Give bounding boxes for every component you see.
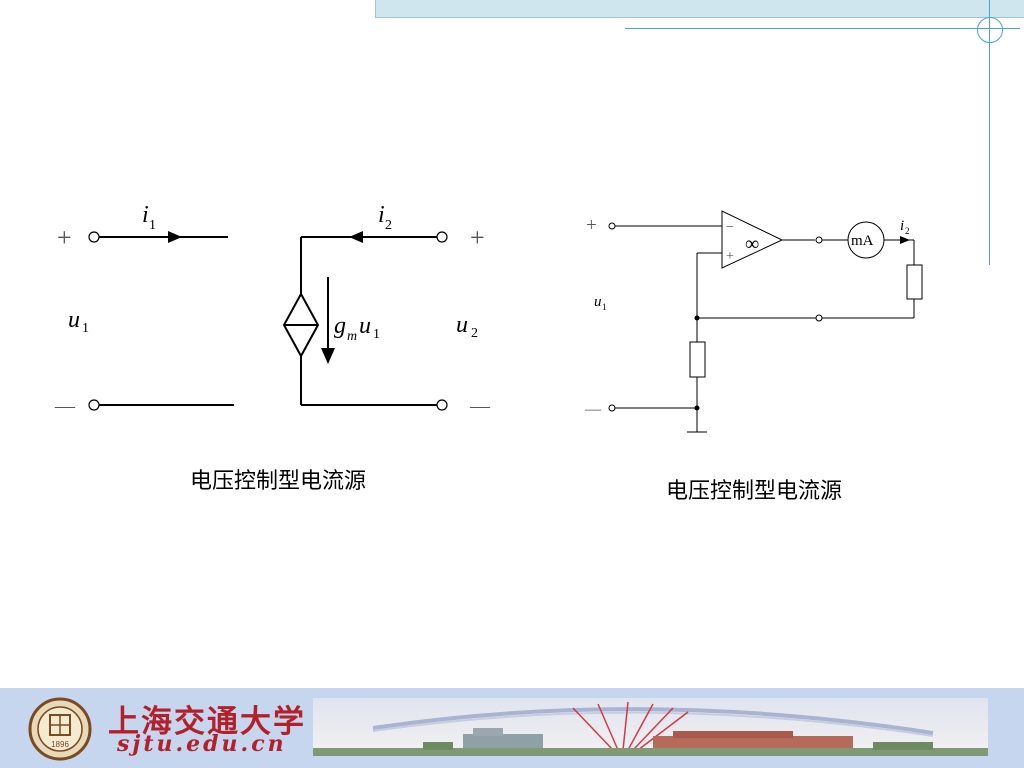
right-input-plus-terminal [608,222,616,230]
university-url: sjtu.edu.cn [117,731,287,757]
right-u1-label: u [594,294,602,310]
decor-vertical-line [989,0,990,265]
port1-minus-sign: — [54,395,76,417]
terminal-1-minus [88,399,100,411]
current-i1-subscript: 1 [149,218,156,233]
top-decor-band [375,0,1024,18]
left-caption: 电压控制型电流源 [190,469,367,494]
opamp-noninverting-sign: + [726,249,734,264]
right-minus-sign: — [584,401,602,418]
current-i1-label: i [142,202,149,228]
gm-g-label: g [334,313,346,339]
voltage-u1-label: u [68,307,80,333]
voltage-u2-subscript: 2 [471,326,478,341]
feedback-node [815,314,823,322]
port2-minus-sign: — [469,395,491,417]
port2-plus-sign: + [470,223,485,252]
port1-plus-sign: + [57,223,72,252]
right-u1-subscript: 1 [602,302,607,312]
terminal-2-minus [436,399,448,411]
university-name: 上海交通大学 [108,704,306,740]
terminal-2-plus [436,231,448,243]
voltage-u2-label: u [456,312,468,338]
gm-u-label: u [359,313,371,339]
load-resistor [906,264,923,300]
gm-u-subscript: 1 [373,327,380,342]
ammeter-label: mA [851,233,874,249]
voltage-u1-subscript: 1 [82,321,89,336]
sense-resistor [689,341,706,378]
right-input-minus-terminal [608,404,616,412]
current-i2-subscript: 2 [385,218,392,233]
decor-circle [977,17,1003,43]
i1-arrow [168,231,182,243]
opamp-inverting-sign: − [726,220,734,235]
right-plus-sign: + [586,215,597,236]
decor-horizontal-line [625,28,1020,29]
university-emblem: 1896 [28,697,92,761]
right-i2-label: i [900,218,904,234]
right-i2-subscript: 2 [905,226,910,236]
emblem-year: 1896 [51,740,69,749]
left-circuit [88,231,448,411]
opamp-output-node [815,236,823,244]
current-i2-label: i [378,202,385,228]
opamp-triangle [721,210,784,269]
right-caption: 电压控制型电流源 [666,479,843,504]
i2-arrow [349,231,363,243]
terminal-1-plus [88,231,100,243]
gm-m-label: m [347,329,357,344]
i2-right-arrow [900,236,910,244]
campus-banner-image [313,698,988,756]
opamp-gain-symbol: ∞ [745,233,759,255]
junction-dot-1 [694,315,700,321]
gm-arrow-head [321,348,335,364]
right-circuit [608,210,923,433]
